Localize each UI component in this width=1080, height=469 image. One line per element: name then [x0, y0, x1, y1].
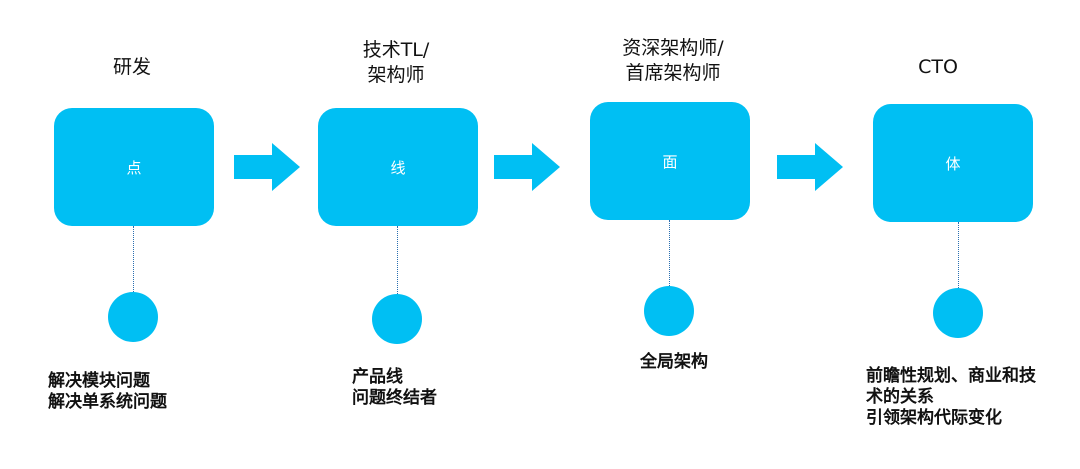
stage-dot: [933, 288, 983, 338]
stage-dot: [644, 286, 694, 336]
connector-line: [669, 220, 670, 286]
stage-description: 前瞻性规划、商业和技 术的关系 引领架构代际变化: [866, 366, 1036, 428]
stage-description: 解决模块问题 解决单系统问题: [48, 371, 167, 412]
stage-box-label: 点: [126, 158, 142, 177]
stage-box-label: 线: [390, 158, 406, 177]
stage-title-rd: 研发: [112, 56, 151, 78]
stage-description: 全局架构: [640, 352, 708, 372]
arrow-right-icon: [234, 143, 300, 191]
stage-title-tl-architect: 技术TL/ 架构师: [362, 39, 430, 86]
stage-title-cto: CTO: [918, 56, 958, 78]
connector-line: [397, 226, 398, 294]
connector-line: [133, 226, 134, 292]
stage-box-label: 体: [945, 154, 961, 173]
stage-box-solid: 体: [873, 104, 1033, 222]
stage-box-plane: 面: [590, 102, 750, 220]
stage-box-point: 点: [54, 108, 214, 226]
stage-box-line: 线: [318, 108, 478, 226]
stage-box-label: 面: [662, 152, 678, 171]
connector-line: [958, 222, 959, 288]
arrow-right-icon: [777, 143, 843, 191]
stage-dot: [108, 292, 158, 342]
stage-description: 产品线 问题终结者: [352, 367, 437, 408]
arrow-right-icon: [494, 143, 560, 191]
stage-title-principal-architect: 资深架构师/ 首席架构师: [622, 37, 724, 84]
stage-dot: [372, 294, 422, 344]
